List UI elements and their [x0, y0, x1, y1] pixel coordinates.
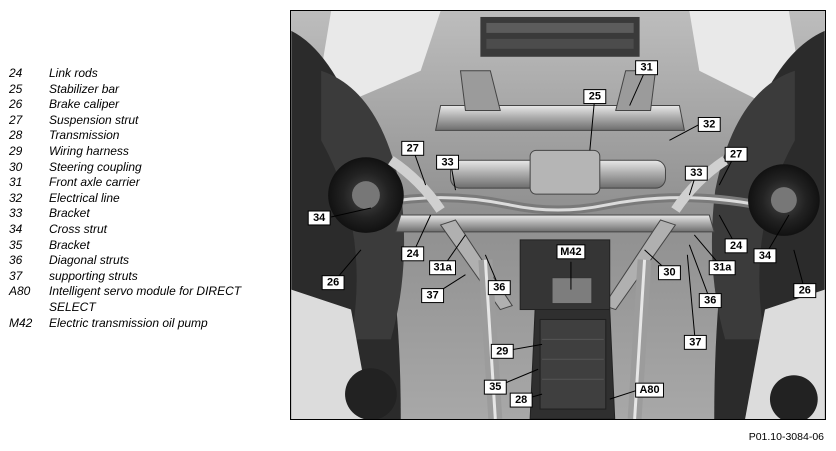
legend-text: Stabilizer bar: [49, 81, 120, 96]
callout-label: 26: [327, 277, 339, 289]
underbody-figure: 31 25 32 27 33 27 33 34 34 24 24 31a 31a…: [290, 10, 826, 420]
legend-number: 28: [9, 128, 23, 143]
legend-number: 26: [9, 97, 23, 112]
callout-label: 27: [730, 148, 742, 160]
legend-text: Transmission: [49, 128, 120, 143]
legend-number: 33: [9, 206, 23, 221]
legend-text: Cross strut: [49, 221, 108, 236]
legend-text: Link rods: [49, 66, 98, 80]
legend-text: Bracket: [49, 237, 90, 252]
legend-text: Electric transmission oil pump: [49, 315, 208, 330]
callout-label: 34: [313, 212, 326, 224]
legend-item: 29 Wiring harness: [9, 144, 279, 160]
legend-number: 27: [9, 112, 23, 127]
legend-text: Bracket: [49, 206, 90, 221]
legend-text: Suspension strut: [49, 112, 139, 127]
legend: 24 Link rods 25 Stabilizer bar 26 Brake cal…: [9, 66, 279, 331]
callout-label: 37: [689, 336, 701, 348]
legend-number: 32: [9, 190, 23, 205]
legend-item: A80 Intelligent servo module for DIRECT S…: [9, 284, 279, 315]
legend-number: 30: [9, 159, 23, 174]
legend-text: supporting struts: [49, 268, 138, 283]
legend-text: Brake caliper: [49, 97, 120, 112]
legend-text: Electrical line: [49, 190, 120, 205]
legend-number: 24: [9, 66, 23, 80]
legend-item: 28 Transmission: [9, 128, 279, 144]
callout-label: 31a: [713, 262, 732, 274]
callout-label: 32: [703, 118, 715, 130]
legend-item: 34 Cross strut: [9, 222, 279, 238]
legend-number: 29: [9, 143, 23, 158]
callout-label: 27: [407, 142, 419, 154]
callout-label: 28: [515, 394, 527, 406]
callout-label: 25: [589, 91, 601, 103]
callout-label: 24: [730, 240, 743, 252]
legend-item: 27 Suspension strut: [9, 113, 279, 129]
legend-number: M42: [9, 315, 33, 330]
legend-number: 31: [9, 175, 23, 190]
legend-text: Diagonal struts: [49, 253, 130, 268]
callout-label: 24: [407, 248, 420, 260]
legend-number: 34: [9, 221, 23, 236]
callout-label: 33: [441, 156, 453, 168]
legend-number: 36: [9, 253, 23, 268]
legend-item: 32 Electrical line: [9, 191, 279, 207]
legend-item: 25 Stabilizer bar: [9, 82, 279, 98]
legend-number: 37: [9, 268, 23, 283]
legend-item: 30 Steering coupling: [9, 160, 279, 176]
document-reference: P01.10-3084-06: [748, 431, 824, 443]
legend-number: 35: [9, 237, 23, 252]
legend-item: 36 Diagonal struts: [9, 253, 279, 269]
callout-label: 30: [663, 267, 675, 279]
callout-label: 31: [640, 62, 652, 74]
legend-item: 37 supporting struts: [9, 269, 279, 285]
callout-label: 26: [799, 285, 811, 297]
legend-item: 31 Front axle carrier: [9, 175, 279, 191]
callout-label: M42: [560, 246, 581, 258]
legend-number: 25: [9, 81, 23, 96]
callout-labels: 31 25 32 27 33 27 33 34 34 24 24 31a 31a…: [307, 60, 817, 408]
callout-label: 33: [690, 167, 702, 179]
legend-number: A80: [9, 284, 31, 299]
callout-label: 36: [704, 295, 716, 307]
legend-text: Steering coupling: [49, 159, 142, 174]
legend-item: M42 Electric transmission oil pump: [9, 316, 279, 332]
legend-item: 33 Bracket: [9, 206, 279, 222]
underbody-illustration: 31 25 32 27 33 27 33 34 34 24 24 31a 31a…: [291, 11, 825, 419]
legend-item: 35 Bracket: [9, 238, 279, 254]
callout-label: 34: [759, 250, 772, 262]
callout-label: 35: [489, 381, 501, 393]
legend-item: 24 Link rods: [9, 66, 279, 82]
legend-text: Wiring harness: [49, 143, 129, 158]
callout-label: 37: [427, 290, 439, 302]
legend-text: Front axle carrier: [49, 175, 140, 190]
callout-label: A80: [640, 384, 660, 396]
legend-text: Intelligent servo module for DIRECT SELE…: [49, 284, 242, 314]
legend-item: 26 Brake caliper: [9, 97, 279, 113]
callout-label: 36: [493, 282, 505, 294]
callout-label: 31a: [433, 262, 452, 274]
callout-label: 29: [496, 345, 508, 357]
